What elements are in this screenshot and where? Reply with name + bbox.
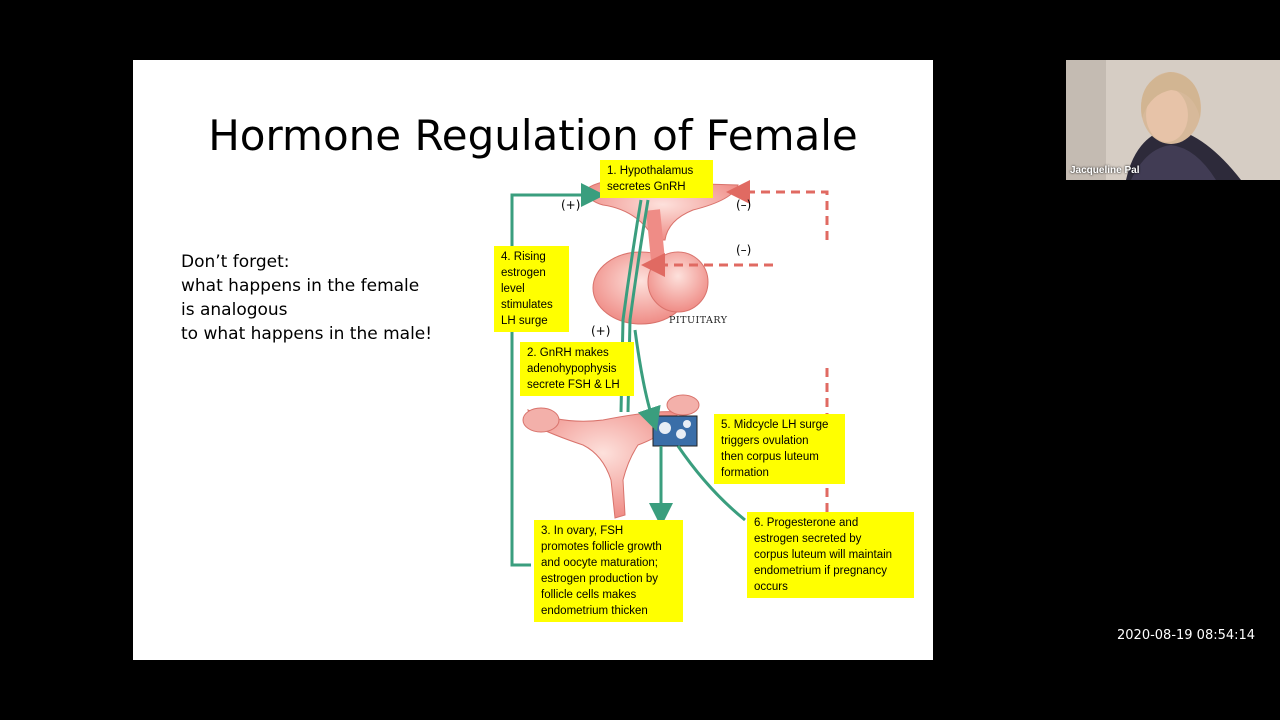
ovary-inset <box>653 416 697 446</box>
presenter-avatar <box>1066 60 1280 180</box>
lh-to-ovary-line <box>635 330 653 420</box>
presenter-webcam-tile[interactable]: Jacqueline Pal <box>1066 60 1280 180</box>
box-progesterone: 6. Progesterone and estrogen secreted by… <box>747 512 914 598</box>
minus-sign-top: (–) <box>736 198 751 212</box>
plus-sign-mid: (+) <box>591 324 610 338</box>
presentation-slide: Hormone Regulation of Female Don’t forge… <box>133 60 933 660</box>
box-gnrh: 2. GnRH makes adenohypophysis secrete FS… <box>520 342 634 396</box>
box-ovary-fsh: 3. In ovary, FSH promotes follicle growt… <box>534 520 683 622</box>
pituitary-label: PITUITARY <box>669 315 728 326</box>
recording-timestamp: 2020-08-19 08:54:14 <box>1117 628 1255 643</box>
presenter-name-label: Jacqueline Pal <box>1070 165 1139 176</box>
box-hypothalamus: 1. Hypothalamus secretes GnRH <box>600 160 713 198</box>
box-rising-estrogen: 4. Rising estrogen level stimulates LH s… <box>494 246 569 332</box>
box-midcycle-lh-surge: 5. Midcycle LH surge triggers ovulation … <box>714 414 845 484</box>
minus-sign-mid: (–) <box>736 243 751 257</box>
plus-sign-top: (+) <box>561 198 580 212</box>
